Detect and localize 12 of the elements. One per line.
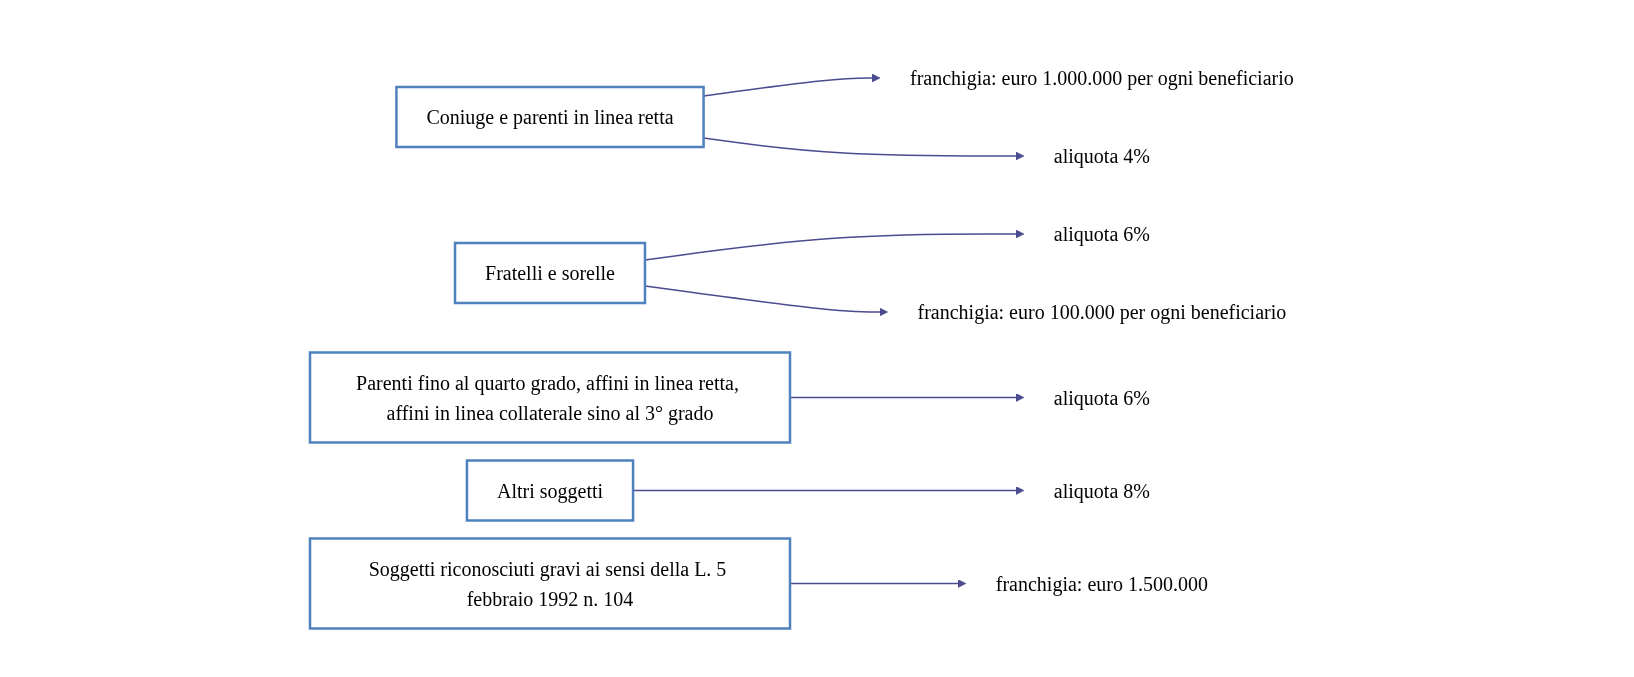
node-text: franchigia: euro 1.500.000 [995, 572, 1209, 595]
node-box: Altri soggetti [465, 459, 635, 522]
node-text: franchigia: euro 1.000.000 per ogni beneficiario [910, 67, 1294, 90]
node-box: Coniuge e parenti in linea retta [395, 86, 705, 149]
node-text: aliquota 6% [1053, 386, 1151, 409]
node-text: aliquota 4% [1053, 145, 1151, 168]
node-text: aliquota 6% [1053, 223, 1151, 246]
node-box: Parenti fino al quarto grado, affini in linea retta, affini in linea collaterale sino al 3° grado [308, 351, 792, 444]
node-box: Fratelli e sorelle [453, 242, 647, 305]
node-text: franchigia: euro 100.000 per ogni beneficiario [917, 301, 1287, 324]
node-box: Soggetti riconosciuti gravi ai sensi della L. 5 febbraio 1992 n. 104 [308, 537, 792, 630]
node-text: aliquota 8% [1053, 479, 1151, 502]
